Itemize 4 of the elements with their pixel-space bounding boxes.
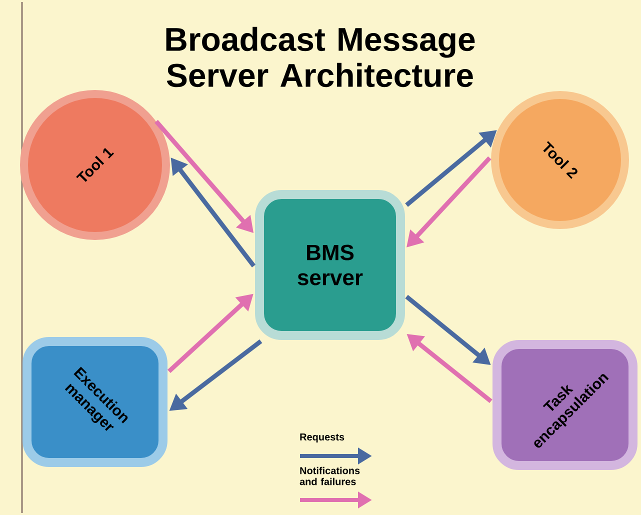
legend-label: Notifications and failures	[300, 466, 360, 486]
server-box: BMS server	[255, 190, 405, 340]
legend-label: Requests	[300, 434, 344, 442]
title: Broadcast Message Server Architecture	[166, 26, 475, 88]
